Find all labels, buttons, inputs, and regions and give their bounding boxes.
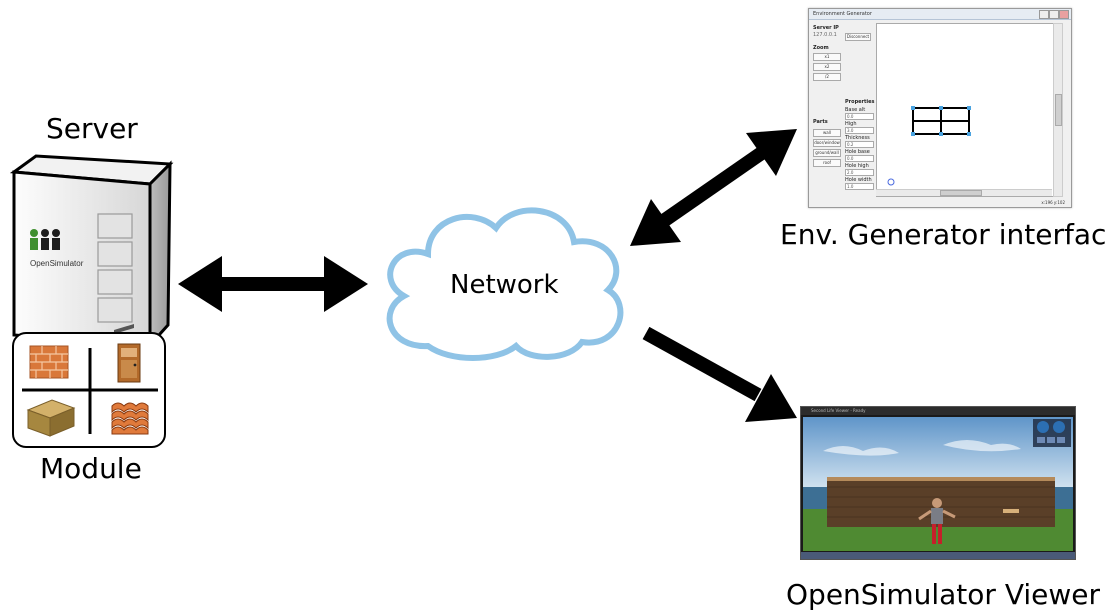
minimize-button[interactable] (1039, 10, 1049, 19)
property-label: Hole width (845, 177, 872, 183)
zoom-half-button[interactable]: /2 (813, 73, 841, 81)
property-label: Thickness (845, 135, 870, 141)
zoom-x1-button[interactable]: x1 (813, 53, 841, 61)
server-drive-bays (97, 213, 133, 323)
disconnect-button[interactable]: Disconnect (845, 33, 871, 41)
server-logo-text: OpenSimulator (30, 259, 84, 268)
viewer-scene-image (803, 417, 1073, 551)
zoom-label: Zoom (813, 45, 829, 51)
server-side (148, 160, 172, 349)
server-network-arrow (178, 256, 368, 312)
opensimulator-logo-icon (30, 229, 60, 250)
module-grid (22, 343, 158, 437)
server-illustration: OpenSimulator (9, 154, 174, 349)
vertical-scrollbar[interactable] (1053, 23, 1063, 197)
door-icon (117, 343, 141, 383)
part-roof-button[interactable]: roof (813, 159, 841, 167)
network-viewer-arrow (642, 326, 797, 422)
avatar-figure (918, 498, 956, 544)
property-field[interactable]: 0.0 (845, 155, 874, 162)
brick-wall-icon (29, 345, 69, 379)
roof-tiles-icon (111, 402, 149, 435)
property-field[interactable]: 3.0 (845, 127, 874, 134)
close-button[interactable] (1059, 10, 1069, 19)
network-envgen-arrow (630, 129, 797, 246)
opensimulator-viewer-label: OpenSimulator Viewer (786, 578, 1101, 611)
opensimulator-viewer-window: Second Life Viewer - Ready (800, 406, 1076, 560)
property-field[interactable]: 1.0 (845, 183, 874, 190)
server-ip-label: Server IP (813, 25, 839, 31)
cursor-coordinates: x:196 y:102 (1041, 200, 1065, 205)
viewer-menubar: Second Life Viewer - Ready (801, 407, 1075, 415)
viewer-3d-scene[interactable] (803, 417, 1073, 551)
env-generator-label: Env. Generator interface (780, 218, 1107, 251)
property-label: Base alt (845, 107, 866, 113)
viewer-toolbar[interactable] (801, 552, 1075, 559)
module-label: Module (40, 452, 142, 485)
env-generator-title: Environment Generator (813, 11, 872, 17)
network-cloud-icon (386, 207, 624, 361)
properties-label: Properties (845, 99, 875, 105)
module-box (12, 332, 166, 448)
maximize-button[interactable] (1049, 10, 1059, 19)
property-field[interactable]: 0.0 (845, 113, 874, 120)
minimap-widget[interactable] (1033, 419, 1071, 447)
server-label: Server (46, 112, 138, 145)
floor-block-icon (26, 399, 76, 437)
property-label: Hole base (845, 149, 870, 155)
viewer-title: Second Life Viewer - Ready (811, 408, 866, 413)
part-ground-wall-button[interactable]: ground/wall (813, 149, 841, 157)
env-generator-window: Environment Generator Server IP 127.0.0.… (808, 8, 1072, 208)
server-slot (114, 324, 134, 334)
network-label: Network (450, 270, 559, 300)
floorplan-canvas[interactable] (876, 23, 1054, 197)
floorplan-drawing (887, 106, 971, 186)
zoom-x2-button[interactable]: x2 (813, 63, 841, 71)
horizontal-scrollbar[interactable] (876, 189, 1052, 196)
parts-label: Parts (813, 119, 828, 125)
part-wall-button[interactable]: wall (813, 129, 841, 137)
property-label: Hole high (845, 163, 869, 169)
part-door-window-button[interactable]: door/window (813, 139, 841, 147)
server-ip-value: 127.0.0.1 (813, 32, 837, 38)
property-field[interactable]: 2.0 (845, 169, 874, 176)
env-generator-titlebar: Environment Generator (809, 9, 1071, 20)
property-label: High (845, 121, 857, 127)
env-generator-controls: Server IP 127.0.0.1 Disconnect Zoom x1 x… (811, 23, 875, 201)
property-field[interactable]: 0.2 (845, 141, 874, 148)
